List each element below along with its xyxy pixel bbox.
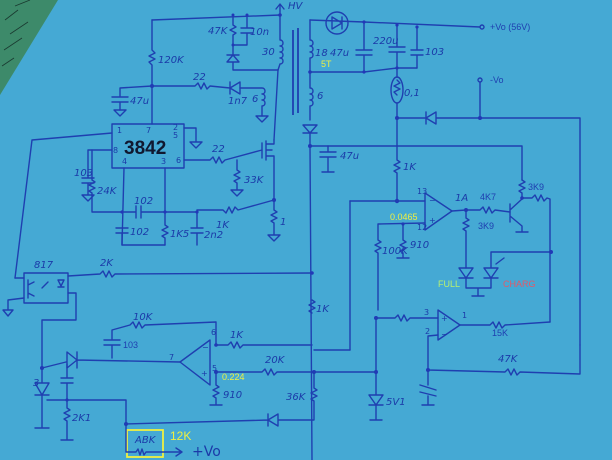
ic-pin-4: 4	[122, 157, 127, 166]
opto-r-label: 2K	[100, 258, 114, 269]
cs-out-label: 1A	[455, 193, 468, 204]
ic-pin-2: 2	[173, 123, 178, 132]
current-sense-section: 1K 13 12 − + 0.0465 100K 910 1A 4K7 3K9 …	[349, 117, 553, 351]
vl-rdiv-label: 36K	[286, 392, 307, 403]
cs-rbase-label: 4K7	[480, 192, 496, 202]
vout-pos-terminal	[479, 24, 485, 30]
ic-3842-body	[111, 123, 185, 169]
cmp-pin-inv: 2	[425, 327, 430, 336]
r-aux-label: 22	[193, 72, 206, 83]
cmp-minus: −	[441, 330, 448, 339]
vout-neg-label: -Vo	[490, 75, 504, 85]
cs-rdiv-bot-label: 910	[410, 240, 429, 251]
opamp-comparator	[437, 309, 461, 341]
sec-turns-label: 18	[315, 48, 328, 59]
opamp-voltage	[179, 339, 211, 386]
vl-rdiv-top-label: 1K	[316, 304, 330, 315]
cs-rdiv-top-label: 100K	[382, 246, 409, 257]
c-out1-label: 47u	[330, 48, 349, 59]
r-comp-label: 1K5	[170, 229, 189, 240]
cmp-pin-noninv: 3	[424, 308, 429, 317]
c-out2-label: 220u	[373, 36, 398, 47]
vl-cfb-label: 103	[123, 340, 138, 350]
cs-rled-label: 3K9	[478, 221, 494, 231]
vl-ref-voltage: 0.224	[222, 372, 245, 382]
c-aux-label: 47u	[340, 151, 359, 162]
cs-rcollector-label: 3K9	[528, 182, 544, 192]
ic-pin-3: 3	[161, 157, 166, 166]
gate-r-label: 22	[212, 144, 225, 155]
vl-rfb-label: 10K	[133, 312, 154, 323]
vl-plus: +	[201, 369, 208, 378]
cmp-rout-label: 15K	[492, 328, 508, 338]
vout-pos-label: +Vo (56V)	[490, 22, 530, 32]
sense-filter-r-label: 1K	[216, 220, 230, 231]
c-vcc-label: 47u	[130, 96, 149, 107]
sense-filter-c-label: 2n2	[204, 230, 223, 241]
vl-pin-out: 7	[169, 353, 174, 362]
gate-pulldown-label: 33K	[244, 175, 265, 186]
sec-turns-note: 5T	[321, 59, 332, 69]
ic-pin-6: 6	[176, 156, 181, 165]
cs-pin-noninv: 12	[417, 223, 427, 232]
vl-minus: −	[202, 343, 209, 352]
rt-label: 24K	[97, 186, 118, 197]
voltage-loop-section: 817 2K 7 6 5 − + 10K 103 1K 20K 0.224 91…	[2, 258, 330, 460]
comparator-section: 3 2 1 + − 15K 47K 5V1	[313, 308, 581, 421]
ct-vref-label: 103	[74, 168, 93, 179]
ruler	[0, 0, 58, 95]
sec-aux-turns-label: 6	[317, 91, 323, 102]
ic-pin-8: 8	[113, 146, 118, 155]
cs-plus: +	[429, 216, 436, 225]
cs-pin-inv: 13	[417, 187, 427, 196]
aux-turns-label: 6	[252, 94, 258, 105]
primary-section: HV 120K 47u 22 1n7 6 47K 10n 30	[14, 1, 304, 279]
hv-label: HV	[288, 1, 304, 12]
secondary-section: 18 5T 6 +Vo (56V) 47u 220u 103 0,1 -Vo	[302, 11, 581, 460]
cmp-pin-out: 1	[462, 311, 467, 320]
ic-pin-5: 5	[173, 131, 178, 140]
led-charge-label: CHARG	[503, 279, 536, 289]
cs-minus: −	[429, 196, 436, 205]
sense-r-label: 1	[280, 217, 286, 228]
vout-neg-terminal	[477, 77, 483, 83]
d-aux-label: 1n7	[228, 96, 248, 107]
optocoupler-body	[23, 272, 69, 304]
vl-pin-noninv: 5	[212, 364, 217, 373]
adj-pot-highlight	[126, 429, 164, 458]
r-start-label: 120K	[158, 55, 185, 66]
opto-label: 817	[34, 260, 54, 271]
snubber-c-label: 10n	[250, 27, 269, 38]
primary-turns-label: 30	[262, 47, 275, 58]
vl-vout-label: +Vo	[192, 444, 221, 460]
ic-3842-label: 3842	[124, 138, 166, 159]
c-comp2-label: 102	[130, 227, 149, 238]
shunt-label: 0,1	[404, 88, 420, 99]
tl431-r-label: 2K1	[72, 413, 91, 424]
vl-rref-bot-label: 910	[223, 390, 242, 401]
c-out3-label: 103	[425, 47, 444, 58]
cmp-plus: +	[441, 314, 448, 323]
adj-pot-value: 12K	[170, 429, 191, 443]
vl-pin-inv: 6	[211, 328, 216, 337]
c-comp-label: 102	[134, 196, 153, 207]
ic-pin-7: 7	[146, 126, 151, 135]
opamp-current	[424, 192, 453, 231]
mosfet	[261, 139, 275, 201]
zener-label: 5V1	[386, 397, 406, 408]
cmp-rfb-label: 47K	[498, 354, 519, 365]
led-full-label: FULL	[438, 279, 460, 289]
cs-ref-voltage: 0.0465	[390, 212, 418, 222]
adj-pot-label: ABK	[134, 435, 157, 446]
vl-rnoninv-label: 20K	[265, 355, 286, 366]
cs-rin-label: 1K	[403, 162, 417, 173]
ic-pin-1: 1	[117, 126, 122, 135]
vl-rinv-label: 1K	[230, 330, 244, 341]
snubber-r-label: 47K	[208, 26, 229, 37]
tl431-pin-label: 3	[33, 378, 39, 389]
